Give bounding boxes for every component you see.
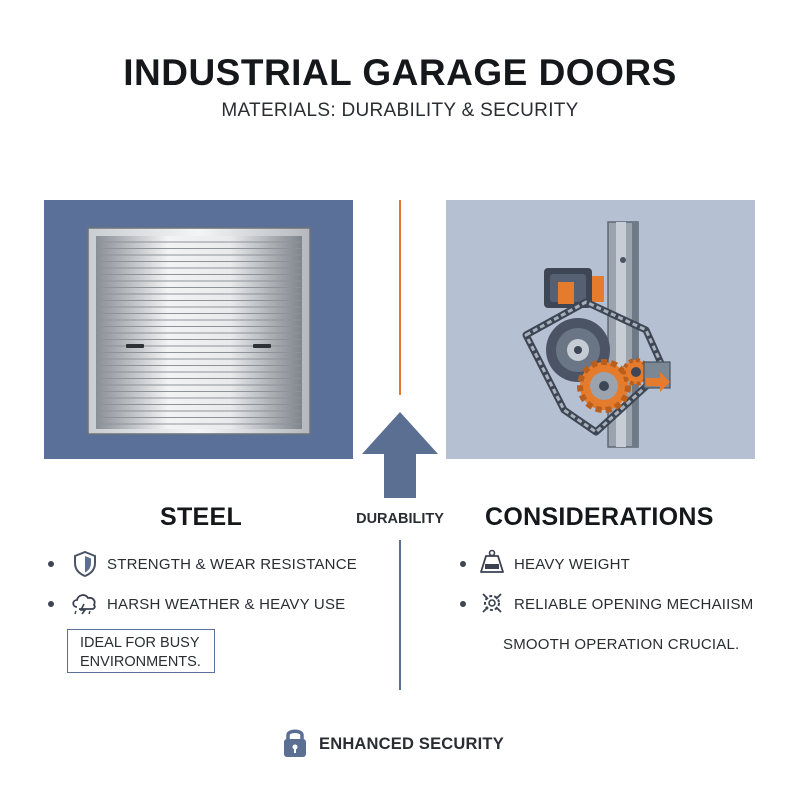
list-item-text: HARSH WEATHER & HEAVY USE: [107, 596, 346, 613]
lock-icon: [282, 726, 308, 758]
durability-label: DURABILITY: [356, 511, 444, 527]
weather-icon: [70, 591, 100, 615]
enhanced-security-label: ENHANCED SECURITY: [319, 735, 504, 753]
bullet: [460, 601, 466, 607]
door-handle-right: [253, 344, 271, 348]
divider-line-bottom: [399, 540, 401, 690]
considerations-heading: CONSIDERATIONS: [485, 503, 714, 531]
mechanism-panel: [446, 200, 755, 459]
bullet: [48, 601, 54, 607]
shield-icon: [73, 550, 97, 578]
bullet: [460, 561, 466, 567]
steel-heading: STEEL: [160, 503, 243, 531]
smooth-operation-note: SMOOTH OPERATION CRUCIAL.: [503, 636, 740, 653]
up-arrow-icon: [362, 412, 438, 498]
callout-box: IDEAL FOR BUSY ENVIRONMENTS.: [67, 629, 215, 673]
door-handle-left: [126, 344, 144, 348]
gear-mechanism-icon: [479, 590, 505, 616]
list-item-text: RELIABLE OPENING MECHAIISM: [514, 596, 754, 613]
divider-line-top: [399, 200, 401, 395]
callout-line-1: IDEAL FOR BUSY: [80, 635, 200, 651]
steel-door-panel: [44, 200, 353, 459]
list-item-text: STRENGTH & WEAR RESISTANCE: [107, 556, 357, 573]
page-subtitle: MATERIALS: DURABILITY & SECURITY: [221, 100, 579, 121]
chain-drive-mechanism-illustration: [522, 221, 671, 448]
weight-icon: [479, 549, 505, 575]
list-item-text: HEAVY WEIGHT: [514, 556, 631, 573]
bullet: [48, 561, 54, 567]
page-title: INDUSTRIAL GARAGE DOORS: [123, 52, 677, 93]
callout-line-2: ENVIRONMENTS.: [80, 654, 201, 670]
roller-door-illustration: [87, 227, 311, 435]
